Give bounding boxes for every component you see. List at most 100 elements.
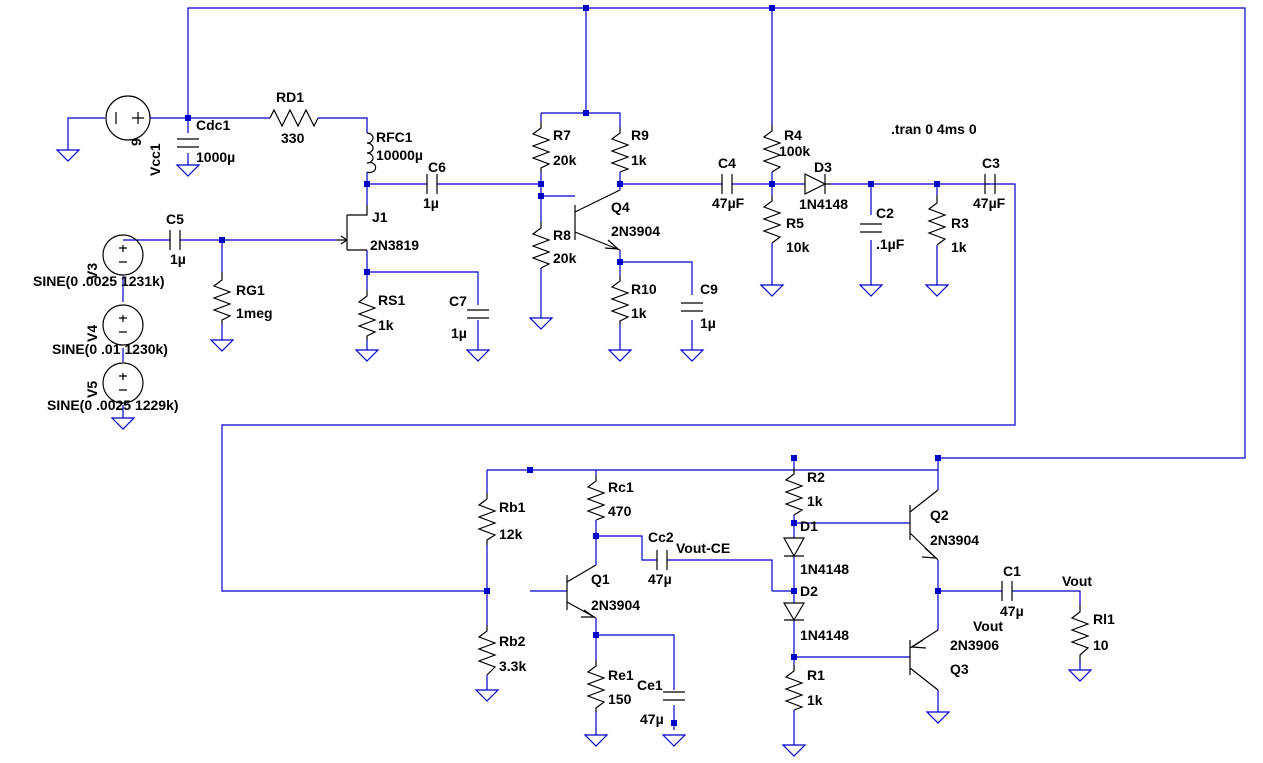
ground-symbol — [55, 149, 81, 162]
c4-value: 47µF — [712, 195, 745, 211]
c7-value: 1µ — [451, 325, 467, 341]
d3-value: 1N4148 — [799, 196, 848, 212]
q3-name: Q3 — [950, 661, 969, 677]
rl1-value: 10 — [1093, 637, 1109, 653]
ground-symbol — [607, 349, 633, 362]
resistor-r7 — [531, 122, 551, 172]
rl1-name: Rl1 — [1093, 611, 1115, 627]
voltage-source-vcc1 — [105, 95, 151, 141]
rb2-value: 3.3k — [499, 658, 526, 674]
ground-symbol — [924, 284, 950, 297]
r3-value: 1k — [951, 239, 967, 255]
resistor-re1 — [586, 660, 606, 712]
ground-symbol — [1067, 669, 1093, 682]
c6-value: 1µ — [423, 195, 439, 211]
c9-name: C9 — [700, 281, 718, 297]
ce1-name: Ce1 — [637, 677, 663, 693]
j1-name: J1 — [372, 209, 388, 225]
q2-value: 2N3904 — [930, 532, 979, 548]
rb1-name: Rb1 — [499, 499, 526, 515]
resistor-rb1 — [477, 493, 497, 545]
capacitor-c7 — [467, 309, 489, 319]
probe-label-vout: Vout — [973, 618, 1003, 634]
rb2-name: Rb2 — [499, 633, 526, 649]
ground-symbol — [858, 284, 884, 297]
c3-name: C3 — [982, 155, 1000, 171]
ce1-value: 47µ — [640, 711, 664, 727]
resistor-rc1 — [586, 475, 606, 521]
resistor-r4 — [762, 125, 782, 173]
junction-dots — [185, 5, 941, 726]
rs1-value: 1k — [378, 317, 394, 333]
c5-name: C5 — [166, 211, 184, 227]
cc2-name: Cc2 — [648, 529, 674, 545]
resistor-rl1 — [1070, 605, 1090, 660]
resistor-r10 — [610, 275, 630, 325]
r4-name: R4 — [784, 127, 802, 143]
r1-value: 1k — [807, 692, 823, 708]
rc1-value: 470 — [608, 503, 632, 519]
ground-symbol — [465, 349, 491, 362]
resistor-rg1 — [212, 272, 232, 325]
r7-value: 20k — [553, 152, 577, 168]
c3-value: 47µF — [973, 195, 1006, 211]
r5-value: 10k — [786, 239, 810, 255]
r10-name: R10 — [631, 281, 657, 297]
r7-name: R7 — [553, 127, 571, 143]
diode-d1 — [782, 537, 806, 558]
v3-value: SINE(0 .0025 1231k) — [33, 273, 165, 289]
d1-name: D1 — [800, 518, 818, 534]
rc1-name: Rc1 — [608, 479, 634, 495]
d1-value: 1N4148 — [800, 561, 849, 577]
capacitor-c1 — [1001, 581, 1013, 601]
ground-symbol — [175, 164, 201, 177]
transistor-q3 — [909, 629, 939, 691]
capacitor-c5 — [169, 230, 181, 250]
v4-name: V4 — [84, 325, 100, 342]
rg1-value: 1meg — [236, 305, 273, 321]
net-label-vout-ce: Vout-CE — [676, 540, 730, 556]
capacitor-ce1 — [663, 691, 685, 701]
r5-name: R5 — [786, 215, 804, 231]
capacitor-c9 — [681, 302, 703, 312]
d3-name: D3 — [814, 159, 832, 175]
rfc1-name: RFC1 — [376, 129, 413, 145]
net-label-vout: Vout — [1062, 573, 1092, 589]
voltage-source-v5 — [102, 362, 144, 404]
c1-name: C1 — [1003, 563, 1021, 579]
q1-name: Q1 — [591, 571, 610, 587]
resistor-rd1 — [269, 108, 319, 128]
vcc1-value: 9 — [128, 138, 144, 146]
ground-symbol — [781, 744, 807, 757]
inductor-rfc1 — [366, 132, 377, 174]
capacitor-cc2 — [656, 550, 668, 570]
capacitor-c2 — [860, 223, 882, 233]
r9-name: R9 — [631, 127, 649, 143]
capacitor-c3 — [984, 174, 996, 194]
transistor-q4 — [574, 189, 621, 251]
cdc1-name: Cdc1 — [196, 117, 230, 133]
capacitor-cdc1 — [177, 138, 199, 148]
rd1-name: RD1 — [276, 89, 304, 105]
q4-value: 2N3904 — [611, 223, 660, 239]
ground-symbols — [55, 149, 1093, 757]
components — [102, 95, 1090, 712]
re1-name: Re1 — [608, 667, 634, 683]
resistor-r1 — [784, 665, 804, 711]
c4-name: C4 — [718, 155, 736, 171]
r3-name: R3 — [951, 215, 969, 231]
voltage-source-v3 — [102, 234, 144, 276]
rfc1-value: 10000µ — [376, 147, 423, 163]
ground-symbol — [474, 689, 500, 702]
r9-value: 1k — [631, 152, 647, 168]
ground-symbol — [925, 711, 951, 724]
r1-name: R1 — [807, 667, 825, 683]
ground-symbol — [354, 349, 380, 362]
c9-value: 1µ — [700, 315, 716, 331]
ground-symbol — [679, 349, 705, 362]
d2-value: 1N4148 — [800, 627, 849, 643]
wires — [67, 7, 1246, 745]
c2-value: .1µF — [876, 236, 905, 252]
resistor-rs1 — [357, 290, 377, 340]
